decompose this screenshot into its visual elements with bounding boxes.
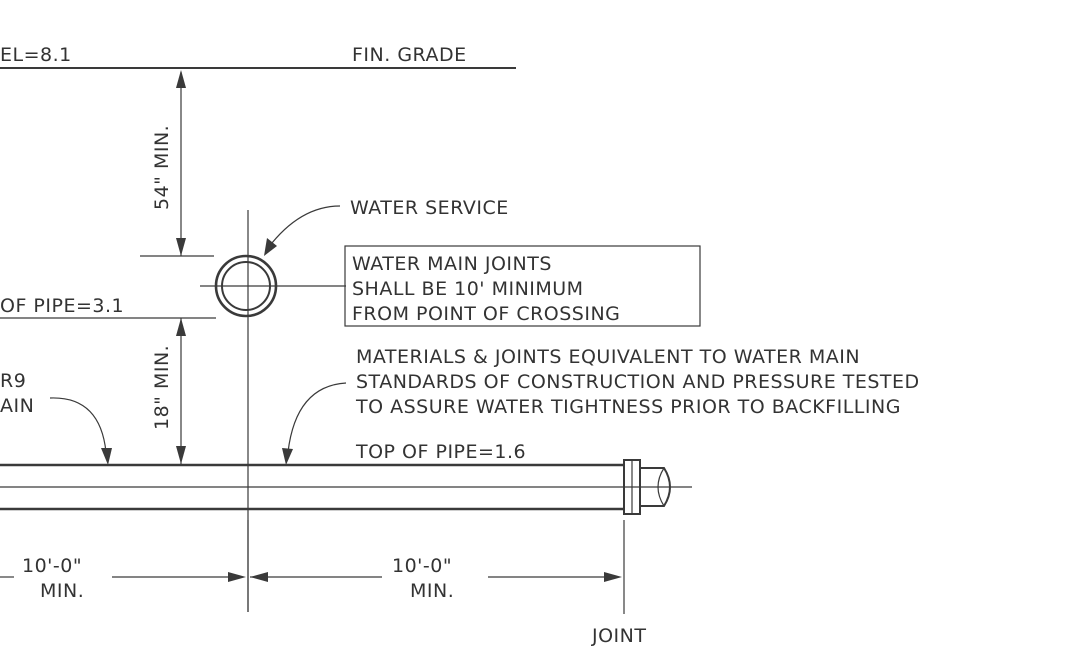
label-left-partial-2: AIN: [0, 395, 34, 417]
dim-left-value: 10'-0": [22, 555, 82, 577]
left-note-leader-arrow: [101, 448, 112, 465]
water-service-leader: [267, 205, 341, 249]
materials-note-line-3: TO ASSURE WATER TIGHTNESS PRIOR TO BACKF…: [355, 396, 901, 418]
water-service-leader-arrow: [264, 238, 277, 256]
dim-left-min: MIN.: [40, 580, 84, 602]
label-joint: JOINT: [591, 625, 646, 647]
dim-right-min: MIN.: [410, 580, 454, 602]
joints-note-box: [344, 245, 701, 327]
dim-right-value: 10'-0": [392, 555, 452, 577]
label-water-service: WATER SERVICE: [350, 197, 509, 219]
dim-left-arrow: [228, 572, 246, 582]
label-top-left-elevation: EL=8.1: [0, 44, 72, 66]
materials-note-line-1: MATERIALS & JOINTS EQUIVALENT TO WATER M…: [356, 346, 860, 368]
label-left-pipe-elevation: OF PIPE=3.1: [0, 295, 124, 317]
label-left-partial-1: R9: [0, 370, 26, 392]
label-top-of-pipe: TOP OF PIPE=1.6: [355, 441, 526, 463]
dim-arrow-54-top: [176, 70, 186, 88]
joints-note-line-3: FROM POINT OF CROSSING: [352, 303, 620, 325]
materials-leader: [287, 382, 347, 453]
label-clearance-bottom: 18" MIN.: [151, 345, 173, 430]
joints-note-line-1: WATER MAIN JOINTS: [352, 253, 552, 275]
pipe-break-mark: [657, 467, 665, 507]
dim-right-arrow-right: [604, 572, 622, 582]
dim-arrow-18-bottom: [176, 446, 186, 464]
dim-arrow-18-top: [176, 318, 186, 336]
label-finish-grade: FIN. GRADE: [352, 44, 467, 66]
joints-note-line-2: SHALL BE 10' MINIMUM: [352, 278, 584, 300]
dim-arrow-54-bottom: [176, 238, 186, 256]
materials-note-line-2: STANDARDS OF CONSTRUCTION AND PRESSURE T…: [356, 371, 920, 393]
materials-leader-arrow: [282, 448, 293, 465]
left-note-leader: [49, 397, 107, 453]
label-clearance-top: 54" MIN.: [151, 125, 173, 210]
